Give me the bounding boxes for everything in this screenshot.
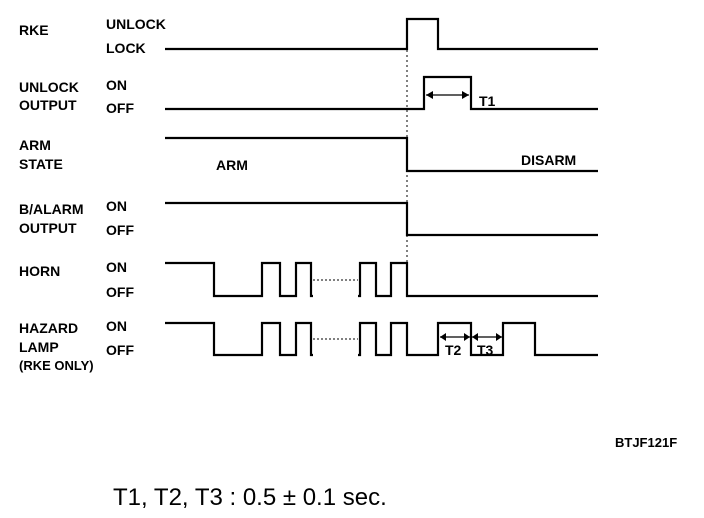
rke-lock-level: LOCK xyxy=(106,40,146,56)
arm-state-after: DISARM xyxy=(521,152,576,168)
t1-label: T1 xyxy=(479,93,496,109)
hazard-lamp-name-2: LAMP xyxy=(19,339,59,355)
unlock-output-name-1: UNLOCK xyxy=(19,79,79,95)
figure-code: BTJF121F xyxy=(615,435,677,450)
b-alarm-output-on-level: ON xyxy=(106,198,127,214)
unlock-output-off-level: OFF xyxy=(106,100,134,116)
unlock-output-on-level: ON xyxy=(106,77,127,93)
unlock-output-waveform xyxy=(165,75,598,111)
rke-unlock-level: UNLOCK xyxy=(106,16,166,32)
arm-state-waveform xyxy=(165,136,598,173)
hazard-lamp-labels: HAZARD LAMP (RKE ONLY) ON OFF xyxy=(19,318,134,373)
arm-state-name-2: STATE xyxy=(19,156,63,172)
horn-waveform xyxy=(165,261,313,298)
arm-state-before: ARM xyxy=(216,157,248,173)
arm-state-name-1: ARM xyxy=(19,137,51,153)
b-alarm-output-name-1: B/ALARM xyxy=(19,201,84,217)
unlock-output-name-2: OUTPUT xyxy=(19,97,77,113)
t2-label: T2 xyxy=(445,342,462,358)
timing-footnote: T1, T2, T3 : 0.5 ± 0.1 sec. xyxy=(113,484,387,511)
arm-state-labels: ARM STATE ARM DISARM xyxy=(19,137,576,173)
b-alarm-output-labels: B/ALARM OUTPUT ON OFF xyxy=(19,198,134,238)
hazard-lamp-on-level: ON xyxy=(106,318,127,334)
hazard-lamp-off-level: OFF xyxy=(106,342,134,358)
hazard-lamp-name-1: HAZARD xyxy=(19,320,78,336)
rke-waveform xyxy=(165,17,598,51)
horn-waveform-tail xyxy=(358,261,598,298)
rke-name: RKE xyxy=(19,22,49,38)
hazard-lamp-name-3: (RKE ONLY) xyxy=(19,358,94,373)
unlock-output-labels: UNLOCK OUTPUT ON OFF xyxy=(19,77,134,116)
rke-labels: RKE UNLOCK LOCK xyxy=(19,16,166,56)
b-alarm-output-off-level: OFF xyxy=(106,222,134,238)
horn-labels: HORN ON OFF xyxy=(19,259,134,300)
t1-dimension: T1 xyxy=(426,91,496,109)
horn-name: HORN xyxy=(19,263,60,279)
b-alarm-output-name-2: OUTPUT xyxy=(19,220,77,236)
t2-dimension: T2 xyxy=(440,333,470,358)
t3-dimension: T3 xyxy=(472,333,502,358)
hazard-lamp-waveform-tail xyxy=(358,321,598,357)
horn-off-level: OFF xyxy=(106,284,134,300)
horn-on-level: ON xyxy=(106,259,127,275)
t3-label: T3 xyxy=(477,342,494,358)
hazard-lamp-waveform xyxy=(165,321,313,357)
b-alarm-output-waveform xyxy=(165,201,598,237)
